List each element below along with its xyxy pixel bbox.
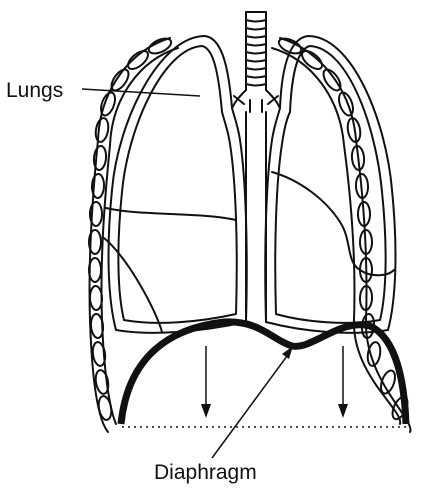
right-lung xyxy=(265,36,395,333)
diaphragm-curve xyxy=(121,322,406,424)
lungs-label: Lungs xyxy=(6,79,63,102)
rib-cage-right xyxy=(272,35,411,432)
diaphragm-label: Diaphragm xyxy=(154,461,257,484)
trachea xyxy=(232,12,280,112)
downward-arrow-left xyxy=(201,346,211,418)
diaphragm-pointer xyxy=(212,346,293,458)
downward-arrow-right xyxy=(338,346,348,418)
left-lung xyxy=(104,36,247,333)
mediastinum xyxy=(246,112,266,322)
